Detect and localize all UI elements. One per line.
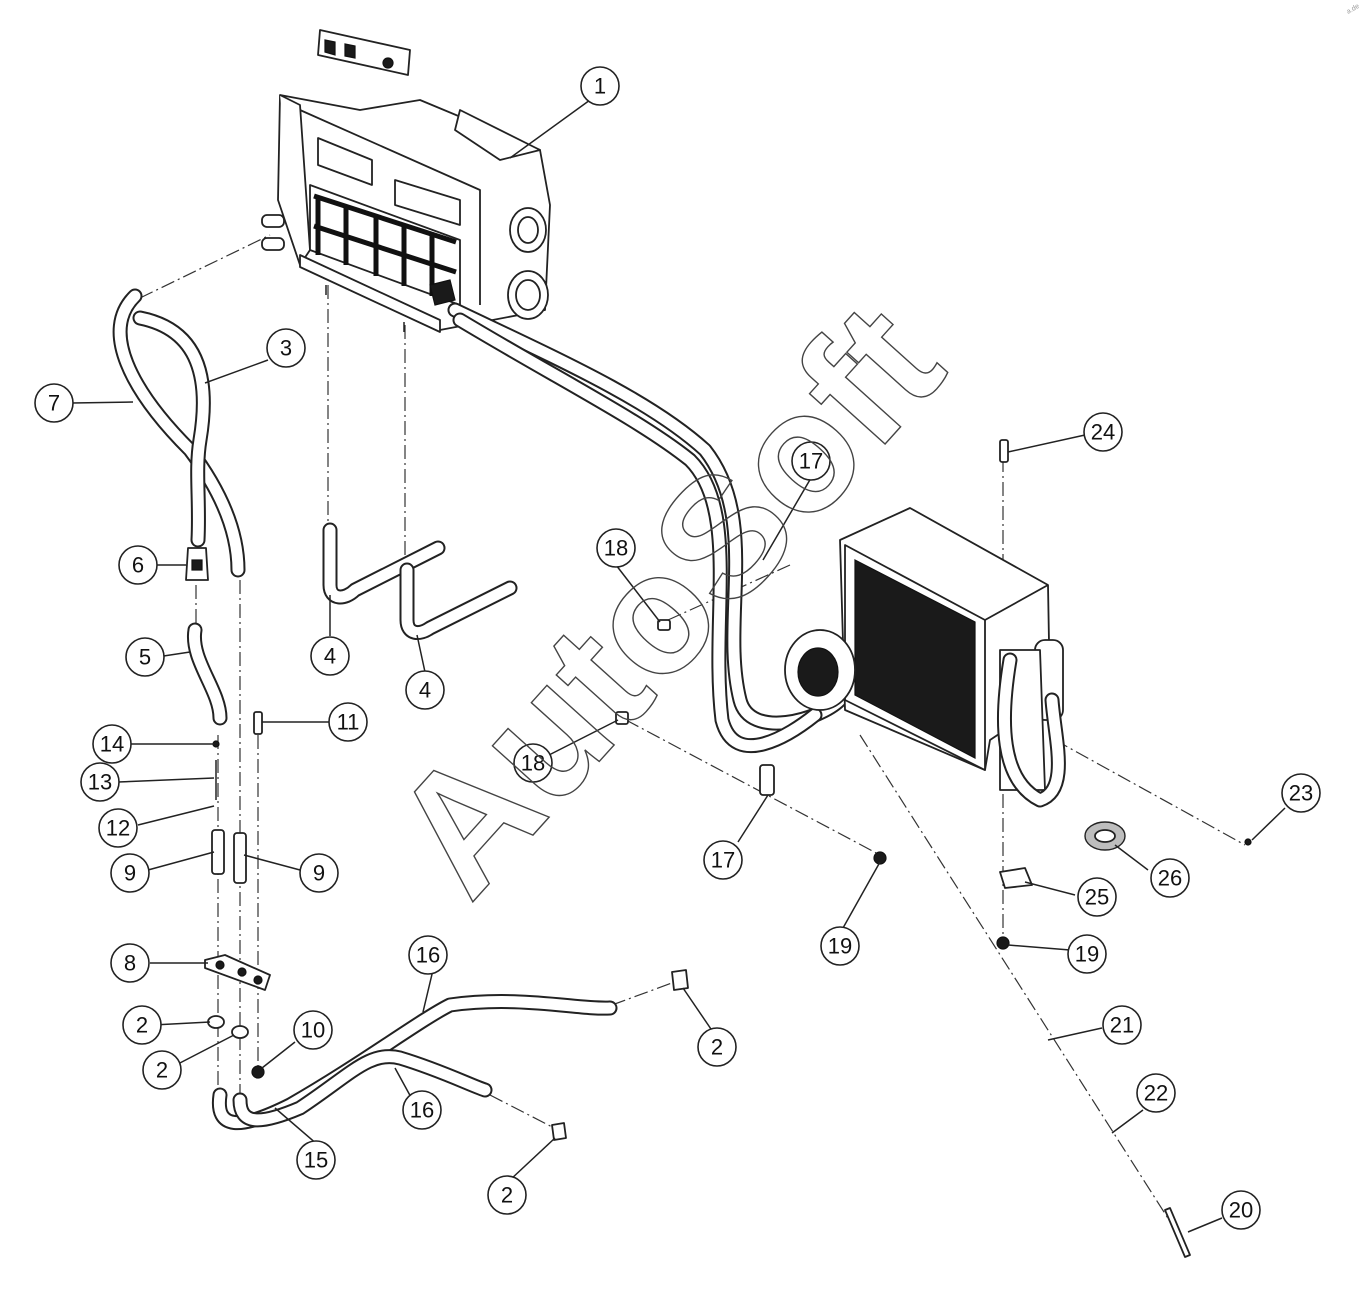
callout-2a: 2 (122, 1005, 162, 1045)
callout-4a: 4 (310, 636, 350, 676)
main-hoses (447, 302, 848, 754)
drain-tubes (322, 522, 518, 640)
svg-text:21: 21 (1110, 1013, 1134, 1038)
svg-text:9: 9 (124, 861, 136, 886)
svg-text:11: 11 (337, 710, 360, 735)
svg-text:2: 2 (501, 1183, 513, 1208)
condenser-assembly (615, 439, 1252, 1258)
callout-5: 5 (125, 637, 165, 677)
svg-text:17: 17 (799, 449, 823, 474)
svg-text:2: 2 (711, 1035, 723, 1060)
svg-text:15: 15 (304, 1148, 328, 1173)
callout-4b: 4 (405, 670, 445, 710)
callout-17b: 17 (703, 840, 743, 880)
svg-text:4: 4 (324, 644, 336, 669)
callout-16b: 16 (402, 1090, 442, 1130)
fittings-and-bracket (204, 711, 271, 1079)
callout-8: 8 (110, 943, 150, 983)
hvac-unit (261, 29, 551, 333)
callout-21: 21 (1102, 1005, 1142, 1045)
callout-9a: 9 (110, 853, 150, 893)
svg-text:12: 12 (106, 816, 130, 841)
callout-7: 7 (34, 383, 74, 423)
callout-22: 22 (1136, 1073, 1176, 1113)
callout-3: 3 (266, 328, 306, 368)
svg-text:16: 16 (410, 1098, 434, 1123)
callout-2c: 2 (697, 1027, 737, 1067)
svg-text:22: 22 (1144, 1081, 1168, 1106)
callout-11: 11 (328, 702, 368, 742)
svg-text:2: 2 (156, 1058, 168, 1083)
svg-text:16: 16 (416, 943, 440, 968)
svg-text:3: 3 (280, 336, 292, 361)
svg-text:20: 20 (1229, 1198, 1253, 1223)
callout-19b: 19 (1067, 934, 1107, 974)
callout-23: 23 (1281, 773, 1321, 813)
leader-lines (71, 99, 1286, 1233)
callout-25: 25 (1077, 877, 1117, 917)
callout-2d: 2 (487, 1175, 527, 1215)
corner-mark: a.de (1346, 3, 1361, 16)
callout-13: 13 (80, 762, 120, 802)
svg-text:23: 23 (1289, 781, 1313, 806)
svg-text:18: 18 (521, 751, 545, 776)
callout-18a: 18 (596, 528, 636, 568)
callouts: 1 3 7 6 5 4 4 11 14 13 12 9 9 8 2 2 10 1… (34, 66, 1321, 1230)
svg-text:5: 5 (139, 645, 151, 670)
svg-text:8: 8 (124, 951, 136, 976)
callout-19a: 19 (820, 926, 860, 966)
svg-text:19: 19 (828, 934, 852, 959)
svg-text:6: 6 (132, 553, 144, 578)
callout-12: 12 (98, 808, 138, 848)
svg-text:9: 9 (313, 861, 325, 886)
valve-and-short-hose (185, 547, 228, 726)
svg-text:7: 7 (48, 391, 60, 416)
svg-text:17: 17 (711, 848, 735, 873)
svg-text:10: 10 (301, 1018, 325, 1043)
svg-text:4: 4 (419, 678, 431, 703)
svg-text:19: 19 (1075, 942, 1099, 967)
callout-15: 15 (296, 1140, 336, 1180)
callout-10: 10 (293, 1010, 333, 1050)
svg-text:24: 24 (1091, 420, 1115, 445)
svg-text:18: 18 (604, 536, 628, 561)
callout-24: 24 (1083, 412, 1123, 452)
callout-14: 14 (92, 724, 132, 764)
hoses-15-16 (211, 969, 689, 1141)
callout-16a: 16 (408, 935, 448, 975)
callout-1: 1 (580, 66, 620, 106)
callout-2b: 2 (142, 1050, 182, 1090)
svg-text:13: 13 (88, 770, 112, 795)
svg-text:25: 25 (1085, 885, 1109, 910)
callout-18b: 18 (513, 743, 553, 783)
callout-17a: 17 (791, 441, 831, 481)
svg-text:1: 1 (594, 74, 606, 99)
callout-26: 26 (1150, 858, 1190, 898)
callout-9b: 9 (299, 853, 339, 893)
svg-text:26: 26 (1158, 866, 1182, 891)
callout-6: 6 (118, 545, 158, 585)
hoses-3-7 (112, 288, 246, 578)
callout-20: 20 (1221, 1190, 1261, 1230)
svg-text:2: 2 (136, 1013, 148, 1038)
svg-text:14: 14 (100, 732, 124, 757)
